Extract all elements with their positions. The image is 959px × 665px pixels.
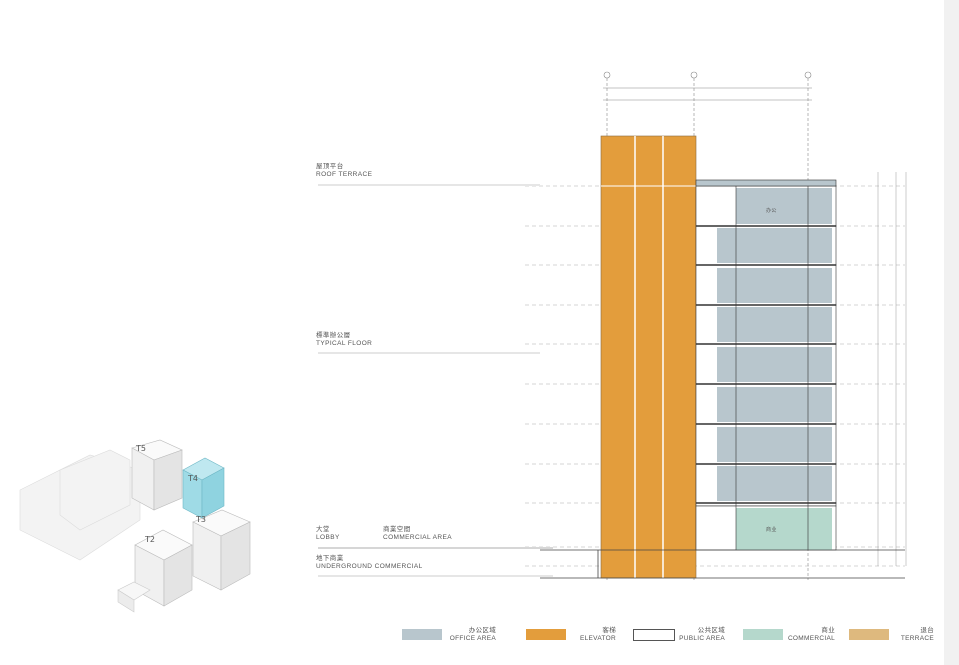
level-lobby-cn: 大堂	[316, 526, 330, 533]
level-lobby-en: LOBBY	[316, 534, 340, 541]
level-roof: 屋顶平台 ROOF TERRACE	[316, 163, 372, 179]
level-commercial-en: COMMERCIAL AREA	[383, 534, 452, 541]
tower-t3	[192, 509, 251, 591]
tower-t4	[182, 457, 225, 519]
level-underground-en: UNDERGROUND COMMERCIAL	[316, 563, 423, 570]
legend-elevator-swatch	[526, 629, 566, 640]
tower-label-t5: T5	[136, 444, 146, 453]
office-floors	[695, 179, 837, 551]
level-commercial-cn: 商業空間	[383, 526, 411, 533]
tower-t5	[131, 439, 183, 511]
legend-commercial-en: COMMERCIAL	[787, 634, 835, 642]
legend-office-swatch	[402, 629, 442, 640]
legend-terrace-cn: 退台	[920, 627, 934, 634]
tower-label-t3: T3	[196, 515, 206, 524]
legend-elevator-en: ELEVATOR	[580, 634, 616, 642]
level-underground: 地下商業 UNDERGROUND COMMERCIAL	[316, 555, 423, 571]
small-building	[117, 581, 151, 613]
legend-elevator-cn: 客梯	[602, 627, 616, 634]
level-typical-en: TYPICAL FLOOR	[316, 340, 373, 347]
legend-terrace-swatch	[849, 629, 889, 640]
legend-office-en: OFFICE AREA	[449, 634, 496, 642]
level-typical: 標準辦公層 TYPICAL FLOOR	[316, 332, 372, 348]
legend-terrace-en: TERRACE	[900, 634, 934, 642]
level-underground-line	[318, 575, 553, 577]
legend-public-en: PUBLIC AREA	[679, 634, 725, 642]
tower-t2	[134, 529, 193, 607]
level-commercial: 商業空間 COMMERCIAL AREA	[383, 526, 452, 542]
legend-public-text: 公共区域 PUBLIC AREA	[665, 627, 725, 642]
level-lobby: 大堂 LOBBY	[316, 526, 340, 542]
legend-office-text: 办公区域 OFFICE AREA	[436, 627, 496, 642]
ground-line	[540, 549, 905, 579]
level-lobby-line	[318, 547, 553, 549]
level-roof-line	[318, 184, 540, 186]
legend-commercial-text: 商业 COMMERCIAL	[775, 627, 835, 642]
level-typical-line	[318, 352, 540, 354]
elevator-core	[600, 135, 697, 579]
tower-label-t4: T4	[188, 474, 198, 483]
level-roof-en: ROOF TERRACE	[316, 171, 373, 178]
legend-office-cn: 办公区域	[468, 627, 496, 634]
legend-commercial-cn: 商业	[821, 627, 835, 634]
level-underground-cn: 地下商業	[316, 555, 344, 562]
level-typical-cn: 標準辦公層	[316, 332, 351, 339]
legend-terrace-text: 退台 TERRACE	[874, 627, 934, 642]
commercial-room-label: 商业	[766, 527, 777, 533]
tower-label-t2: T2	[145, 535, 155, 544]
legend-public-swatch	[633, 629, 675, 641]
right-edge-strip	[944, 0, 959, 665]
legend-public-cn: 公共区域	[697, 627, 725, 634]
legend-elevator-text: 客梯 ELEVATOR	[556, 627, 616, 642]
dimension-lines	[877, 172, 907, 566]
level-roof-cn: 屋顶平台	[316, 163, 344, 170]
legend-commercial-swatch	[743, 629, 783, 640]
office-room-label: 办公	[766, 208, 777, 214]
